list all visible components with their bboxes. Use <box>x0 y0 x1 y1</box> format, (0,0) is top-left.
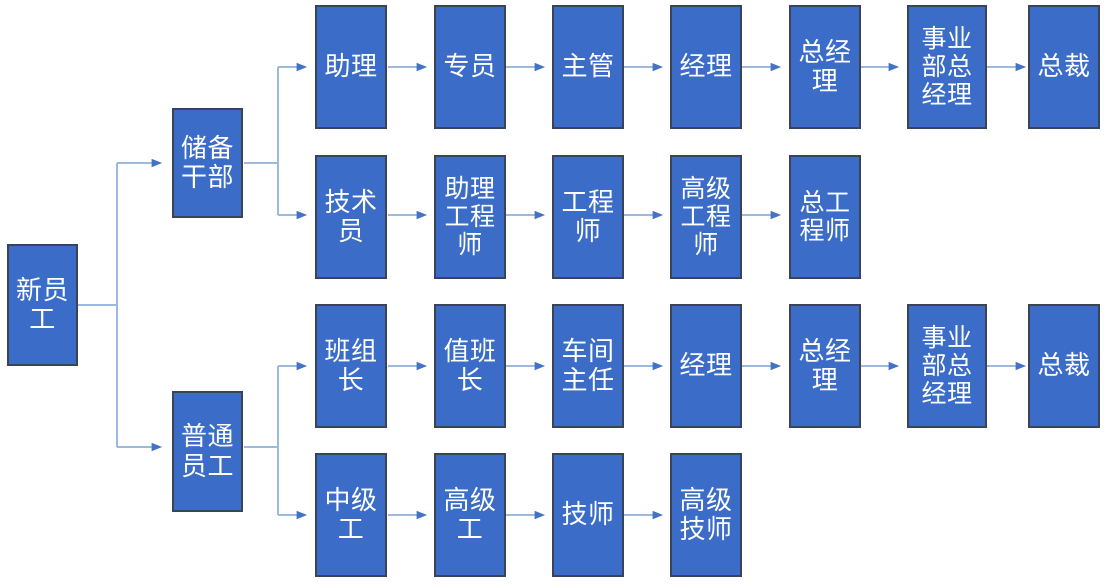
node-manager-2[interactable]: 经理 <box>670 304 742 428</box>
node-label-division-general-manager-2: 事业部总经理 <box>921 324 973 408</box>
node-specialist[interactable]: 专员 <box>434 5 506 129</box>
node-team-leader[interactable]: 班组长 <box>315 304 387 428</box>
node-label-senior-technician: 高级技师 <box>679 484 733 544</box>
node-supervisor[interactable]: 主管 <box>552 5 624 129</box>
node-division-general-manager-2[interactable]: 事业部总经理 <box>907 304 987 428</box>
node-label-specialist: 专员 <box>443 51 497 82</box>
node-label-general-manager-2: 总经理 <box>798 335 852 395</box>
node-label-shift-leader: 值班长 <box>443 335 497 395</box>
node-senior-engineer[interactable]: 高级工程师 <box>670 155 742 279</box>
node-label-assistant-engineer: 助理工程师 <box>444 175 496 259</box>
node-label-assistant: 助理 <box>324 51 378 82</box>
node-label-president: 总裁 <box>1037 51 1091 82</box>
node-division-general-manager[interactable]: 事业部总经理 <box>907 5 987 129</box>
node-label-president-2: 总裁 <box>1037 350 1091 381</box>
node-assistant[interactable]: 助理 <box>315 5 387 129</box>
node-label-division-general-manager: 事业部总经理 <box>921 25 973 109</box>
node-president-2[interactable]: 总裁 <box>1028 304 1100 428</box>
node-label-intermediate-worker: 中级工 <box>324 484 378 544</box>
node-label-technician-junior: 技术员 <box>324 186 378 246</box>
node-label-reserve-cadre: 储备干部 <box>180 132 234 192</box>
node-label-manager-2: 经理 <box>679 350 733 381</box>
node-label-general-manager: 总经理 <box>798 36 852 96</box>
node-label-workshop-director: 车间主任 <box>561 335 615 395</box>
node-general-manager-2[interactable]: 总经理 <box>789 304 861 428</box>
node-label-chief-engineer: 总工程师 <box>799 189 851 245</box>
node-general-manager[interactable]: 总经理 <box>789 5 861 129</box>
node-assistant-engineer[interactable]: 助理工程师 <box>434 155 506 279</box>
node-label-supervisor: 主管 <box>561 51 615 82</box>
node-label-manager: 经理 <box>679 51 733 82</box>
node-label-ordinary-staff: 普通员工 <box>180 421 234 481</box>
node-shift-leader[interactable]: 值班长 <box>434 304 506 428</box>
node-president[interactable]: 总裁 <box>1028 5 1100 129</box>
node-engineer[interactable]: 工程师 <box>552 155 624 279</box>
node-label-senior-engineer: 高级工程师 <box>680 175 732 259</box>
node-label-senior-worker: 高级工 <box>443 484 497 544</box>
node-label-technician: 技师 <box>561 499 615 530</box>
node-manager[interactable]: 经理 <box>670 5 742 129</box>
node-reserve-cadre[interactable]: 储备干部 <box>172 108 243 218</box>
node-workshop-director[interactable]: 车间主任 <box>552 304 624 428</box>
node-senior-worker[interactable]: 高级工 <box>434 453 506 577</box>
node-chief-engineer[interactable]: 总工程师 <box>789 155 861 279</box>
node-ordinary-staff[interactable]: 普通员工 <box>172 391 243 512</box>
node-technician-junior[interactable]: 技术员 <box>315 155 387 279</box>
node-technician[interactable]: 技师 <box>552 453 624 577</box>
node-intermediate-worker[interactable]: 中级工 <box>315 453 387 577</box>
node-senior-technician[interactable]: 高级技师 <box>670 453 742 577</box>
node-label-team-leader: 班组长 <box>324 335 378 395</box>
node-label-new-employee: 新员工 <box>15 274 69 334</box>
node-new-employee[interactable]: 新员工 <box>7 244 78 366</box>
node-label-engineer: 工程师 <box>561 186 615 246</box>
